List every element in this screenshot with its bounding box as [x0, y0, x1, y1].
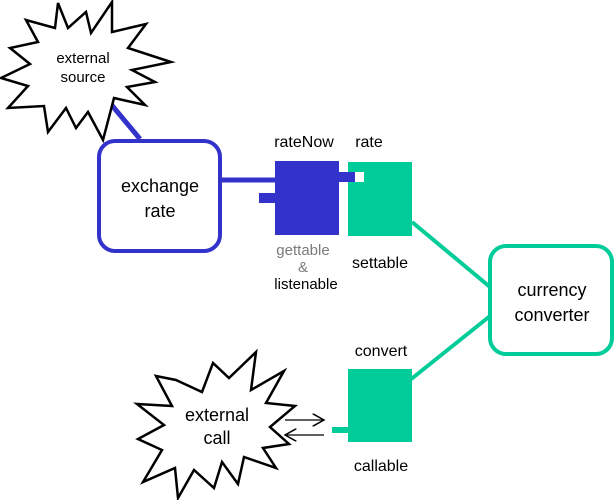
ratenow-block: [275, 161, 339, 235]
external-call-label-line1: external: [185, 405, 249, 425]
external-source-label-line1: external: [56, 50, 109, 67]
external-source-label-line2: source: [60, 69, 105, 86]
ratenow-caption-gettable: gettable: [276, 242, 329, 259]
convert-title: convert: [355, 343, 408, 360]
ratenow-caption-and: &: [298, 259, 308, 276]
convert-caption-callable: callable: [354, 458, 408, 475]
convert-stub: [332, 427, 363, 433]
rate-port[interactable]: rate settable: [348, 134, 412, 272]
source-to-exchange-connector: [108, 101, 142, 141]
rate-to-converter-connector: [410, 220, 492, 289]
external-call-label-line2: call: [203, 428, 230, 448]
ratenow-caption-listenable: listenable: [274, 276, 337, 293]
ratenow-port[interactable]: rateNow gettable & listenable: [259, 134, 355, 293]
exchange-rate-label-line2: rate: [144, 201, 175, 221]
external-call-starburst: external call: [133, 348, 299, 500]
ratenow-title: rateNow: [274, 134, 334, 151]
currency-converter-node[interactable]: currency converter: [488, 244, 614, 356]
rate-socket: [355, 172, 364, 182]
convert-to-converter-connector: [408, 314, 492, 382]
currency-converter-label-line2: converter: [514, 305, 589, 325]
exchange-rate-node[interactable]: exchange rate: [97, 139, 222, 253]
external-source-starburst: external source: [0, 0, 176, 144]
rate-caption-settable: settable: [352, 255, 408, 272]
ratenow-right-stub: [338, 172, 355, 182]
convert-port[interactable]: convert callable: [332, 343, 412, 475]
ratenow-left-stub: [259, 193, 276, 203]
rate-title: rate: [355, 134, 383, 151]
exchange-rate-label-line1: exchange: [121, 176, 199, 196]
currency-converter-label-line1: currency: [517, 280, 586, 300]
rate-socket-fill: [348, 172, 355, 182]
